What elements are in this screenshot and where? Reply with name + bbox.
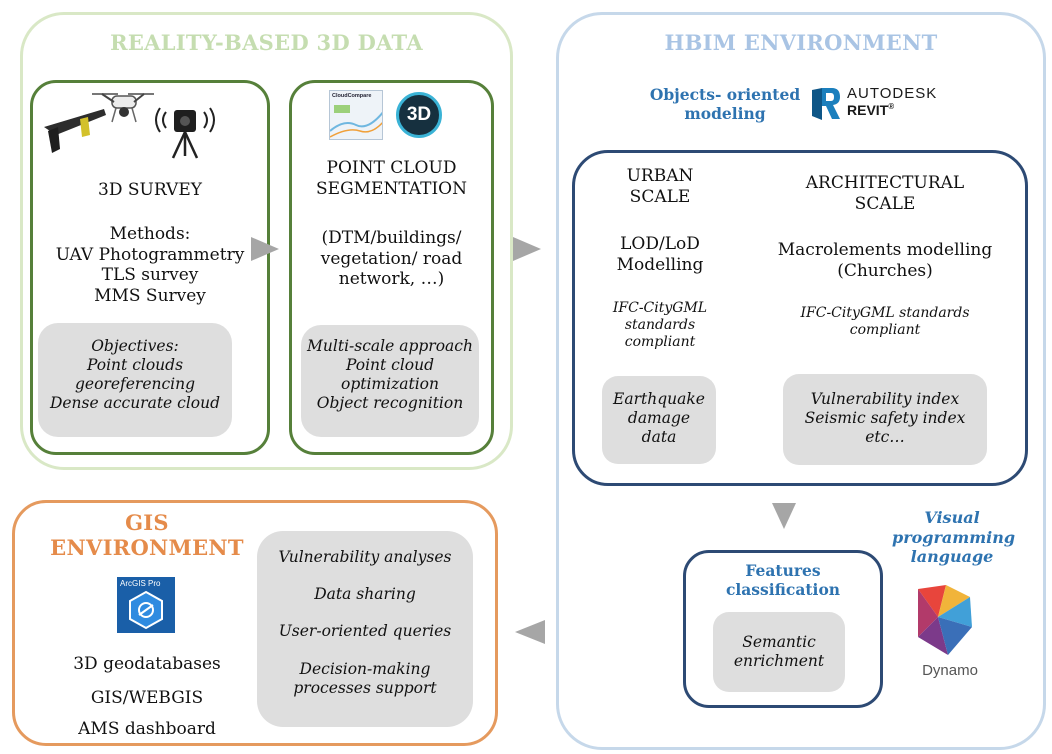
urban-ifc: IFC-CityGML standards compliant: [612, 300, 708, 351]
laser-scanner-icon: [155, 107, 215, 159]
reality-based-title: REALITY-BASED 3D DATA: [110, 30, 423, 55]
semantic-enrichment: Semantic enrichment: [733, 633, 825, 670]
gis-analysis-decision-making: Decision-making processes support: [293, 660, 437, 697]
semantic-enrichment-box: [713, 612, 845, 692]
gis-panel: [12, 500, 498, 746]
cloudcompare-logo-text: CloudCompare: [332, 93, 372, 99]
arrow-right-1: [251, 237, 279, 261]
gis-analysis-data-sharing: Data sharing: [314, 585, 416, 603]
gis-item-ams-dashboard: AMS dashboard: [78, 719, 216, 739]
features-title: Features classification: [725, 561, 841, 599]
3d-logo-text: 3D: [406, 104, 432, 125]
visual-programming-label: Visual programming language: [892, 508, 1016, 567]
quadcopter-drone-icon: [92, 93, 154, 123]
3d-software-logo: 3D: [396, 92, 442, 138]
revit-autodesk: AUTODESK: [847, 85, 938, 102]
hbim-panel: [556, 12, 1046, 750]
gis-item-webgis: GIS/WEBGIS: [90, 688, 204, 708]
gis-item-geodatabases: 3D geodatabases: [73, 654, 221, 674]
revit-product: REVIT®: [847, 101, 895, 118]
survey-objectives: Objectives: Point clouds georeferencing …: [49, 337, 221, 412]
urban-lod: LOD/LoD Modelling: [616, 234, 704, 275]
fixed-wing-drone-icon: [44, 109, 106, 153]
reality-based-panel: [20, 12, 513, 470]
segmentation-approach-box: [301, 325, 479, 437]
cloudcompare-logo: CloudCompare: [329, 90, 383, 140]
segmentation-heading: POINT CLOUD SEGMENTATION: [316, 158, 467, 199]
arch-macroelements: Macrolements modelling (Churches): [777, 240, 993, 281]
urban-earthquake-data: Earthquake damage data: [613, 390, 705, 446]
segmentation-box: [289, 80, 494, 455]
dynamo-logo: [918, 585, 972, 655]
arch-vulnerability-index: Vulnerability index Seismic safety index…: [804, 390, 966, 446]
objects-oriented-modeling: Objects- oriented modeling: [649, 85, 801, 123]
gis-analysis-vulnerability: Vulnerability analyses: [278, 548, 452, 566]
arrow-left: [515, 620, 545, 644]
revit-text: AUTODESK REVIT®: [847, 85, 938, 118]
gis-title: GIS ENVIRONMENT: [50, 510, 244, 560]
segmentation-detail: (DTM/buildings/ vegetation/ road network…: [320, 228, 463, 290]
arcgis-pro-text: ArcGIS Pro: [120, 579, 161, 588]
survey-box: [30, 80, 270, 455]
features-box: [683, 550, 883, 708]
survey-heading: 3D SURVEY: [98, 180, 202, 200]
architectural-scale-heading: ARCHITECTURAL SCALE: [805, 173, 965, 214]
urban-scale-heading: URBAN SCALE: [626, 166, 694, 207]
segmentation-approach: Multi-scale approach Point cloud optimiz…: [307, 337, 473, 412]
arcgis-pro-logo: ArcGIS Pro: [117, 577, 175, 633]
arch-index-box: [783, 374, 987, 465]
revit-logo: [812, 88, 840, 120]
arch-ifc: IFC-CityGML standards compliant: [800, 305, 970, 339]
urban-data-box: [602, 376, 716, 464]
arrow-down: [772, 503, 796, 529]
survey-objectives-box: [38, 323, 232, 437]
survey-methods: Methods: UAV Photogrammetry TLS survey M…: [55, 224, 245, 307]
arrow-right-2: [513, 237, 541, 261]
gis-analysis-queries: User-oriented queries: [278, 622, 452, 640]
hbim-title: HBIM ENVIRONMENT: [664, 30, 938, 55]
hbim-scales-box: [572, 150, 1028, 486]
gis-analyses-box: [257, 531, 473, 727]
dynamo-label: Dynamo: [922, 662, 978, 679]
